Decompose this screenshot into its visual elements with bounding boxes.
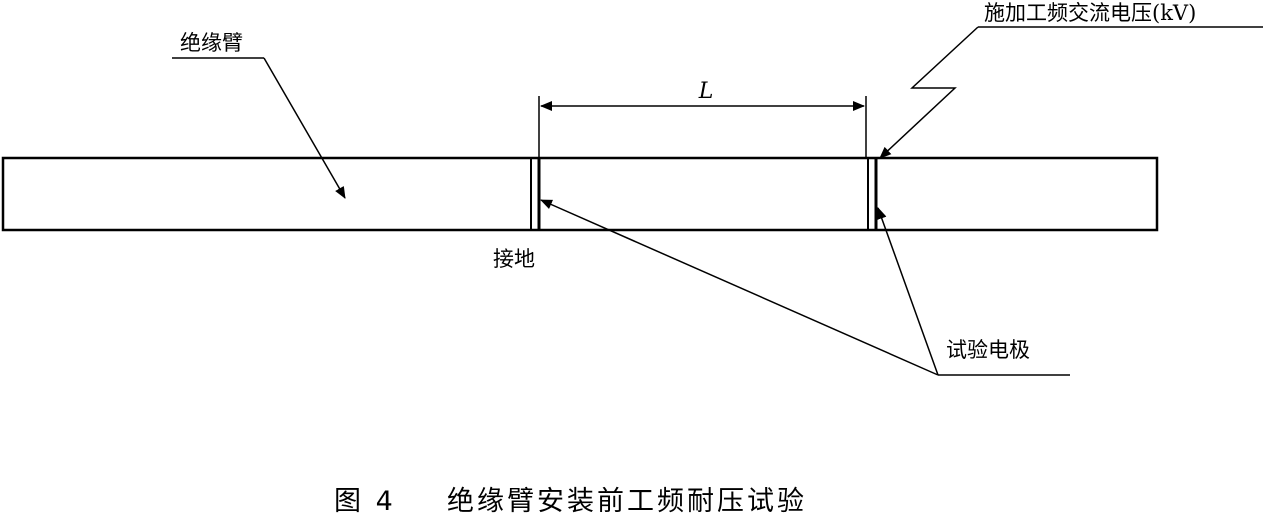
dimension-line-L: [538, 96, 867, 158]
test-electrode-label: 试验电极: [946, 338, 1030, 362]
dimension-label-L: L: [698, 79, 714, 104]
ground-electrode: [530, 158, 541, 230]
figure-title: 绝缘臂安装前工频耐压试验: [447, 486, 807, 517]
insulating-arm-label: 绝缘臂: [180, 31, 243, 55]
insulating-arm-body: [1, 156, 1159, 232]
insulating-arm-leader: [172, 57, 346, 199]
figure-number: 图 4: [334, 486, 396, 517]
applied-voltage-label: 施加工频交流电压(kV): [984, 1, 1196, 25]
applied-voltage-leader: [879, 26, 1263, 159]
grounding-label: 接地: [493, 247, 535, 271]
voltage-electrode: [867, 158, 878, 230]
test-electrode-leaders: [540, 199, 1070, 376]
